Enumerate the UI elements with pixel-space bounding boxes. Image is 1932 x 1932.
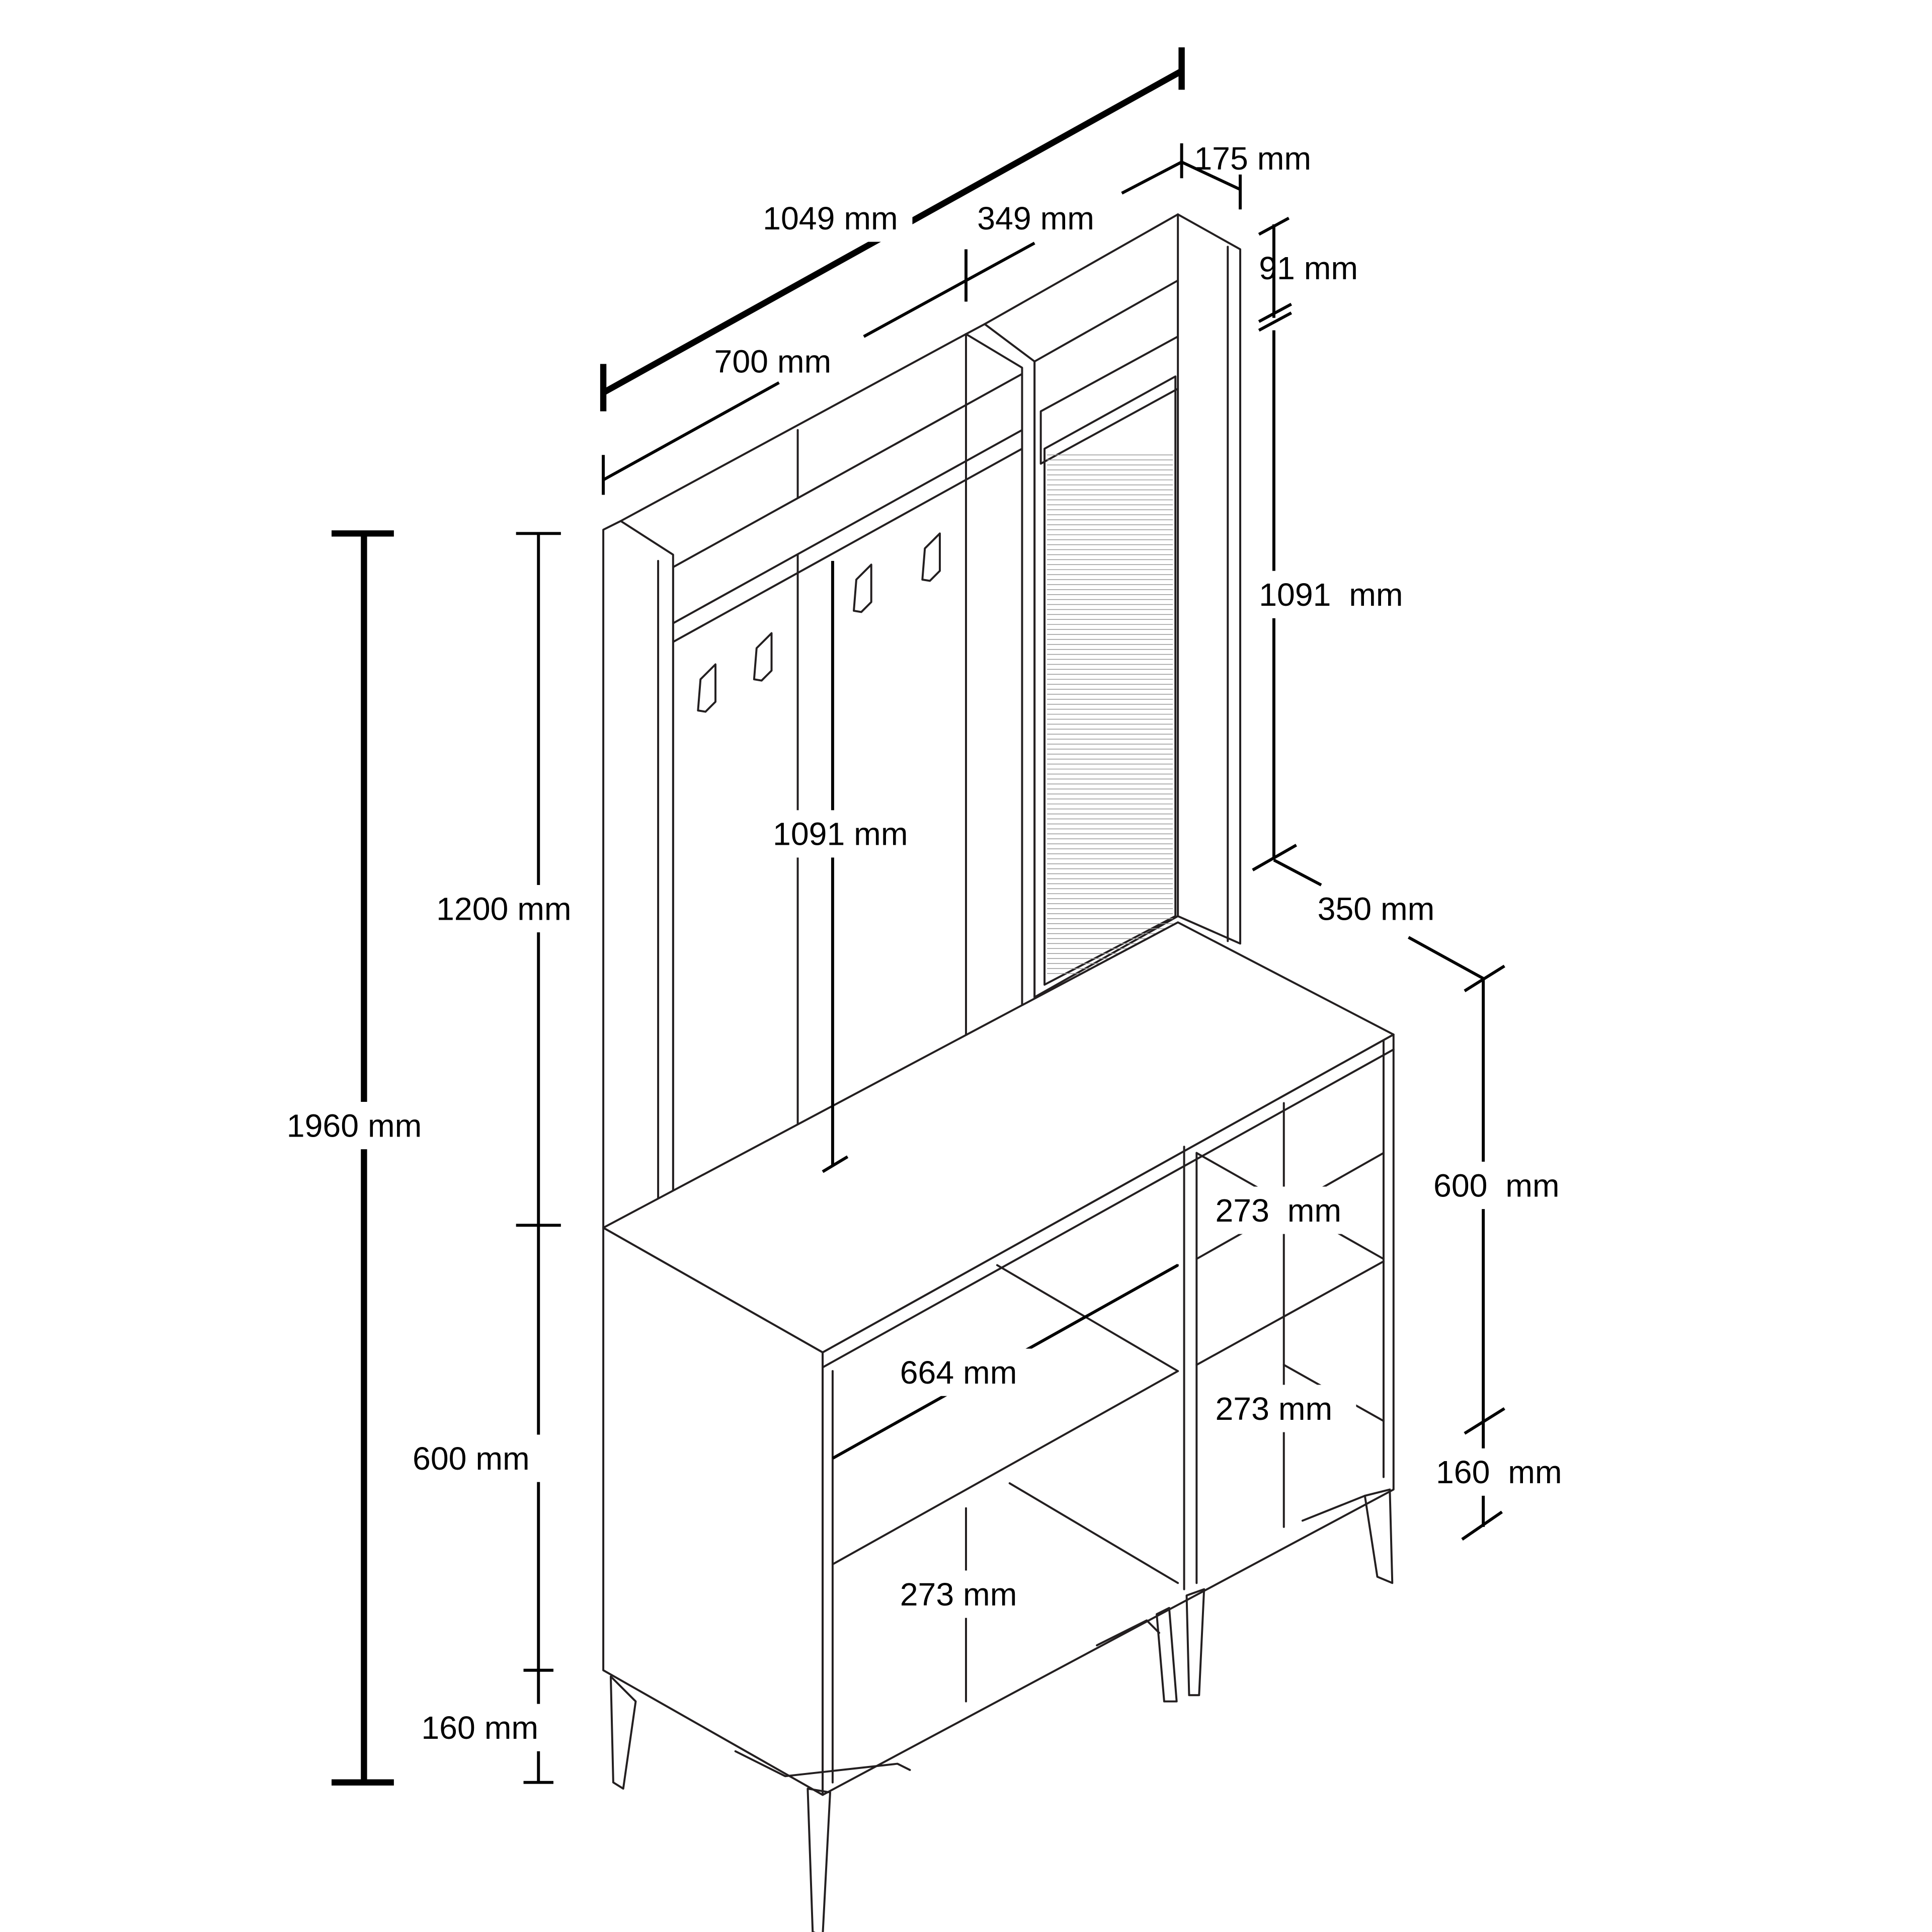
label-right-mirror-height: 1091 mm <box>1259 577 1403 613</box>
label-right-cabinet-height: 600 mm <box>1433 1167 1560 1203</box>
label-right-upper-shelf: 273 mm <box>1215 1192 1341 1229</box>
dimension-labels: 1049 mm 349 mm 175 mm 91 mm 700 mm 1091 … <box>280 140 1583 1751</box>
label-cabinet-depth: 350 mm <box>1318 891 1435 927</box>
label-right-leg-height: 160 mm <box>1436 1454 1562 1490</box>
label-right-panel-depth: 175 mm <box>1194 140 1311 177</box>
label-right-lower-shelf: 273 mm <box>1215 1391 1332 1427</box>
label-total-height: 1960 mm <box>287 1107 422 1144</box>
label-center-hutch-height: 1091 mm <box>773 816 908 852</box>
coat-hooks <box>697 532 941 713</box>
label-left-leg-height: 160 mm <box>421 1710 538 1746</box>
label-left-cabinet-height: 600 mm <box>413 1440 530 1477</box>
label-left-lower-shelf: 273 mm <box>900 1576 1017 1613</box>
label-top-shelf-height: 91 mm <box>1259 250 1358 286</box>
label-left-hutch-width: 700 mm <box>714 344 832 380</box>
label-cabinet-inner-width: 664 mm <box>900 1354 1017 1391</box>
left-side-panel <box>602 520 674 1260</box>
label-right-hutch-width: 349 mm <box>977 200 1094 236</box>
right-side-panel <box>1177 213 1242 945</box>
label-total-width: 1049 mm <box>763 200 898 236</box>
mirror <box>1043 375 1177 986</box>
label-hutch-height: 1200 mm <box>436 891 571 927</box>
legs <box>609 1488 1394 1932</box>
